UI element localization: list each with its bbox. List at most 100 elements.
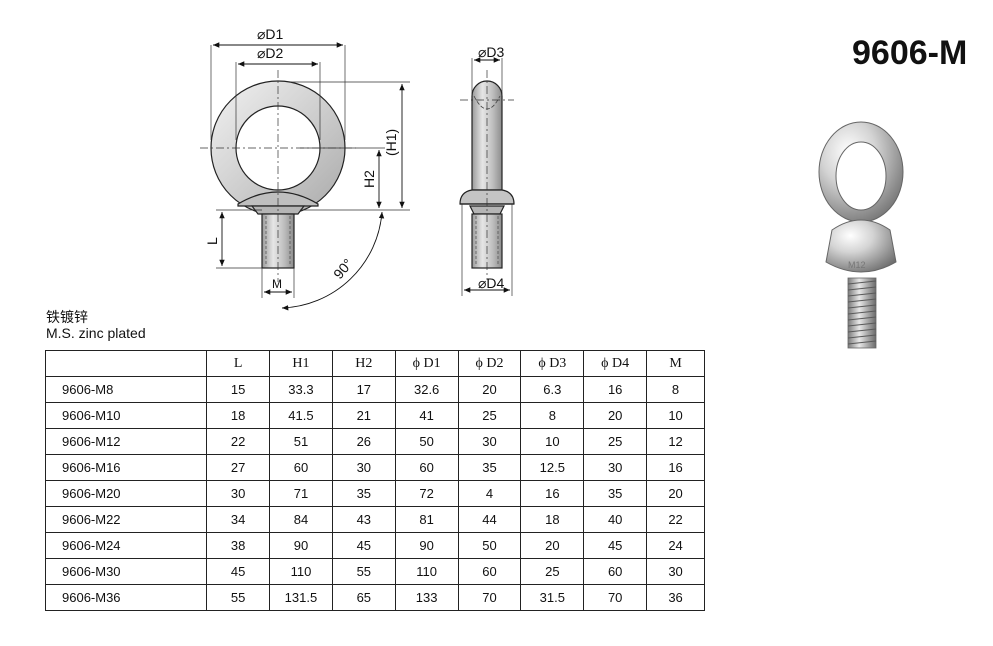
model-cell: 9606-M12 [44, 428, 208, 455]
value-cell: 21 [331, 402, 396, 429]
d3-label: ⌀D3 [478, 44, 505, 60]
value-cell: 90 [394, 532, 459, 559]
column-header: ϕ D4 [583, 350, 648, 377]
value-cell: 8 [646, 376, 705, 403]
model-cell: 9606-M30 [44, 558, 208, 585]
value-cell: 44 [457, 506, 522, 533]
value-cell: 16 [646, 454, 705, 481]
value-cell: 30 [646, 558, 705, 585]
value-cell: 30 [457, 428, 522, 455]
photo-marking: M12 [848, 260, 866, 270]
value-cell: 35 [583, 480, 648, 507]
value-cell: 36 [646, 584, 705, 611]
column-header: L [206, 350, 271, 377]
model-cell: 9606-M20 [44, 480, 208, 507]
product-title: 9606-M [852, 34, 968, 72]
model-cell: 9606-M22 [44, 506, 208, 533]
value-cell: 55 [331, 558, 396, 585]
value-cell: 131.5 [269, 584, 333, 611]
value-cell: 22 [646, 506, 705, 533]
column-header: H2 [331, 350, 396, 377]
value-cell: 20 [583, 402, 648, 429]
value-cell: 31.5 [520, 584, 585, 611]
model-cell: 9606-M16 [44, 454, 208, 481]
value-cell: 45 [331, 532, 396, 559]
h1-label: (H1) [383, 129, 399, 156]
value-cell: 60 [269, 454, 333, 481]
value-cell: 34 [206, 506, 271, 533]
value-cell: 110 [394, 558, 459, 585]
value-cell: 45 [206, 558, 271, 585]
value-cell: 60 [394, 454, 459, 481]
value-cell: 38 [206, 532, 271, 559]
model-cell: 9606-M36 [44, 584, 208, 611]
value-cell: 24 [646, 532, 705, 559]
value-cell: 10 [520, 428, 585, 455]
column-header: ϕ D1 [394, 350, 459, 377]
value-cell: 16 [520, 480, 585, 507]
value-cell: 133 [394, 584, 459, 611]
value-cell: 20 [457, 376, 522, 403]
value-cell: 72 [394, 480, 459, 507]
value-cell: 40 [583, 506, 648, 533]
material-description: 铁镀锌 M.S. zinc plated [46, 309, 146, 341]
model-cell: 9606-M8 [44, 376, 208, 403]
d1-label: ⌀D1 [257, 26, 284, 42]
value-cell: 30 [331, 454, 396, 481]
value-cell: 12.5 [520, 454, 585, 481]
column-header: ϕ D3 [520, 350, 585, 377]
value-cell: 17 [331, 376, 396, 403]
value-cell: 4 [457, 480, 522, 507]
value-cell: 30 [583, 454, 648, 481]
d2-label: ⌀D2 [257, 45, 284, 61]
value-cell: 84 [269, 506, 333, 533]
value-cell: 70 [457, 584, 522, 611]
value-cell: 20 [646, 480, 705, 507]
value-cell: 35 [331, 480, 396, 507]
value-cell: 8 [520, 402, 585, 429]
value-cell: 20 [520, 532, 585, 559]
value-cell: 71 [269, 480, 333, 507]
value-cell: 33.3 [269, 376, 333, 403]
value-cell: 16 [583, 376, 648, 403]
material-en: M.S. zinc plated [46, 325, 146, 341]
column-header: M [646, 350, 705, 377]
value-cell: 18 [206, 402, 271, 429]
value-cell: 50 [394, 428, 459, 455]
value-cell: 90 [269, 532, 333, 559]
value-cell: 30 [206, 480, 271, 507]
column-header: ϕ D2 [457, 350, 522, 377]
value-cell: 25 [520, 558, 585, 585]
value-cell: 43 [331, 506, 396, 533]
material-cn: 铁镀锌 [46, 309, 88, 325]
side-view-drawing: ⌀D3 ⌀D4 [459, 44, 515, 296]
value-cell: 65 [331, 584, 396, 611]
l-label: L [204, 237, 220, 245]
value-cell: 32.6 [394, 376, 459, 403]
value-cell: 70 [583, 584, 648, 611]
column-header [44, 350, 208, 377]
value-cell: 55 [206, 584, 271, 611]
value-cell: 60 [583, 558, 648, 585]
value-cell: 51 [269, 428, 333, 455]
value-cell: 60 [457, 558, 522, 585]
column-header: H1 [269, 350, 333, 377]
m-label: M [272, 277, 282, 291]
value-cell: 50 [457, 532, 522, 559]
value-cell: 25 [583, 428, 648, 455]
value-cell: 15 [206, 376, 271, 403]
value-cell: 18 [520, 506, 585, 533]
model-cell: 9606-M10 [44, 402, 208, 429]
product-photo: M12 [818, 121, 904, 349]
